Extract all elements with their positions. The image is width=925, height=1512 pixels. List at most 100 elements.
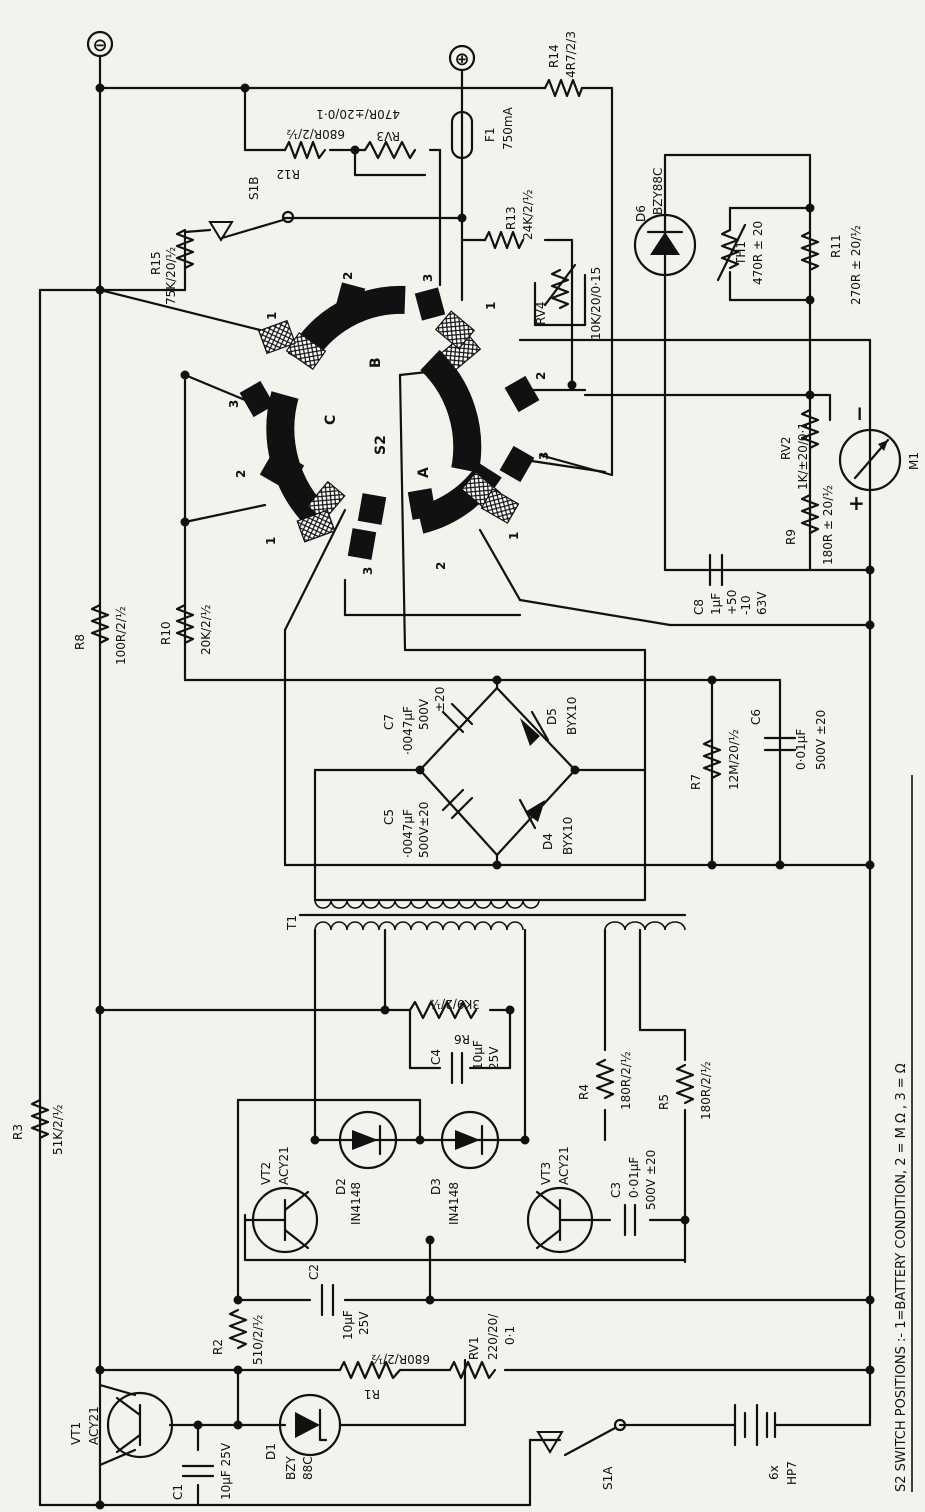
svg-text:IN4148: IN4148: [349, 1182, 363, 1225]
resistor-rv2: [800, 408, 820, 450]
svg-text:2: 2: [434, 562, 448, 570]
resistor-r3: [30, 1098, 50, 1140]
r4-value: 180R/2/½: [619, 1051, 633, 1110]
svg-text:10µF 25V: 10µF 25V: [219, 1442, 233, 1500]
diode-d4: D4 BYX10: [518, 798, 575, 855]
transistor-vt1: VT1 ACY21: [69, 1391, 174, 1459]
svg-text:500V ±20: 500V ±20: [814, 710, 828, 770]
junction-dots: [95, 83, 875, 1510]
svg-text:3: 3: [421, 274, 435, 282]
svg-text:ACY21: ACY21: [277, 1146, 291, 1185]
rv4-value: 10K/20/0·15: [589, 267, 603, 340]
svg-text:3: 3: [537, 452, 551, 460]
svg-text:C8: C8: [692, 599, 706, 615]
rv2-value: 1K/±20/0·1: [796, 422, 810, 490]
rotary-switch-s2: B C D A S2 2 3 1 3 2 1 3 2 1 3 2 1: [227, 272, 551, 575]
capacitor-c4: C4 10µF 25V: [429, 1040, 501, 1085]
svg-text:S1B: S1B: [247, 177, 261, 200]
svg-text:D2: D2: [334, 1178, 348, 1195]
svg-text:A: A: [416, 467, 432, 478]
r1-value: 680R/2/½: [371, 1352, 430, 1366]
svg-text:3: 3: [361, 567, 375, 575]
r10-ref: R10: [159, 621, 173, 645]
svg-text:⊕: ⊕: [454, 49, 469, 70]
svg-text:0·01µF: 0·01µF: [794, 729, 808, 770]
svg-text:1: 1: [264, 537, 278, 545]
capacitor-c5: C5 ·0047µF 500V±20: [382, 788, 474, 858]
svg-text:C1: C1: [171, 1484, 185, 1500]
r4-ref: R4: [577, 1084, 591, 1100]
svg-text:S2: S2: [373, 435, 389, 455]
svg-text:C2: C2: [307, 1264, 321, 1280]
r15-ref: R15: [149, 251, 163, 275]
zener-d6: D6 BZY88C: [633, 168, 697, 277]
svg-text:ACY21: ACY21: [557, 1146, 571, 1185]
r8-value: 100R/2/½: [114, 606, 128, 665]
svg-text:−: −: [847, 405, 871, 422]
svg-text:750mA: 750mA: [501, 106, 515, 150]
svg-text:D6: D6: [634, 205, 648, 222]
capacitor-c1: C1 10µF 25V: [171, 1442, 233, 1500]
positive-terminal: ⊕: [448, 44, 476, 72]
resistor-rv4: [550, 268, 570, 310]
r2-ref: R2: [211, 1339, 225, 1355]
rv4-ref: RV4: [534, 301, 548, 325]
resistor-r6: [408, 1000, 478, 1020]
capacitor-c8: C8 1µF +50 -10 63V: [692, 553, 769, 615]
diode-d3: D3 IN4148: [429, 1110, 500, 1225]
resistor-r4: [595, 1058, 615, 1100]
svg-text:S1A: S1A: [601, 1466, 615, 1490]
svg-text:·0047µF: ·0047µF: [401, 809, 415, 858]
r10-value: 20K/2/½: [199, 605, 213, 656]
svg-text:D1: D1: [264, 1443, 278, 1460]
battery: 6x HP7: [733, 1403, 799, 1485]
r3-ref: R3: [11, 1124, 25, 1140]
switch-s1b: S1B: [208, 177, 295, 242]
r7-ref: R7: [689, 774, 703, 790]
resistor-r8: [90, 603, 110, 645]
svg-text:500V ±20: 500V ±20: [644, 1150, 658, 1210]
r1-ref: R1: [364, 1387, 380, 1401]
capacitor-c7: C7 ·0047µF 500V ±20: [382, 687, 474, 755]
svg-text:⊖: ⊖: [92, 35, 107, 56]
diode-d2: D2 IN4148: [334, 1110, 398, 1225]
resistor-r14: [543, 78, 584, 98]
svg-text:VT3: VT3: [539, 1162, 553, 1185]
r14-value: 4R7/2/3: [564, 31, 578, 78]
r13-value: 24K/2/½: [521, 190, 535, 241]
transistor-vt3: VT3 ACY21: [526, 1146, 594, 1254]
svg-text:-10: -10: [739, 595, 753, 615]
svg-text:C: C: [323, 415, 339, 425]
wafer-d-arc: [420, 349, 482, 473]
diode-d5: D5 BYX10: [520, 697, 579, 746]
resistor-r10: [175, 603, 195, 645]
thermistor-th1: [720, 228, 740, 270]
svg-text:D3: D3: [429, 1178, 443, 1195]
svg-text:2: 2: [534, 372, 548, 380]
meter-m1: + − M1: [838, 405, 921, 515]
r9-value: 180R ± 20/½: [821, 485, 835, 565]
svg-text:D: D: [450, 416, 466, 428]
svg-text:63V: 63V: [755, 591, 769, 615]
capacitor-c3: C3 0·01µF 500V ±20: [609, 1150, 658, 1237]
r7-value: 12M/20/½: [727, 729, 741, 790]
r6-ref: R6: [454, 1032, 470, 1046]
r15-value: 75K/20/½: [164, 247, 178, 305]
resistor-r2: [228, 1308, 248, 1350]
resistor-r7: [702, 738, 722, 780]
resistor-r11: [800, 230, 820, 272]
resistor-r9: [800, 493, 820, 535]
svg-text:IN4148: IN4148: [447, 1182, 461, 1225]
r2-value: 510/2/½: [251, 1315, 265, 1365]
svg-text:6x: 6x: [767, 1465, 781, 1480]
svg-text:BYX10: BYX10: [561, 817, 575, 855]
svg-text:10µF: 10µF: [471, 1040, 485, 1070]
svg-text:1µF: 1µF: [709, 593, 723, 615]
svg-text:0·01µF: 0·01µF: [627, 1157, 641, 1198]
svg-text:25V: 25V: [357, 1311, 371, 1335]
rv2-ref: RV2: [779, 436, 793, 460]
switch-positions-footnote: S2 SWITCH POSITIONS :- 1=BATTERY CONDITI…: [894, 775, 913, 1492]
svg-text:±20: ±20: [433, 687, 447, 712]
svg-text:T1: T1: [285, 915, 299, 931]
